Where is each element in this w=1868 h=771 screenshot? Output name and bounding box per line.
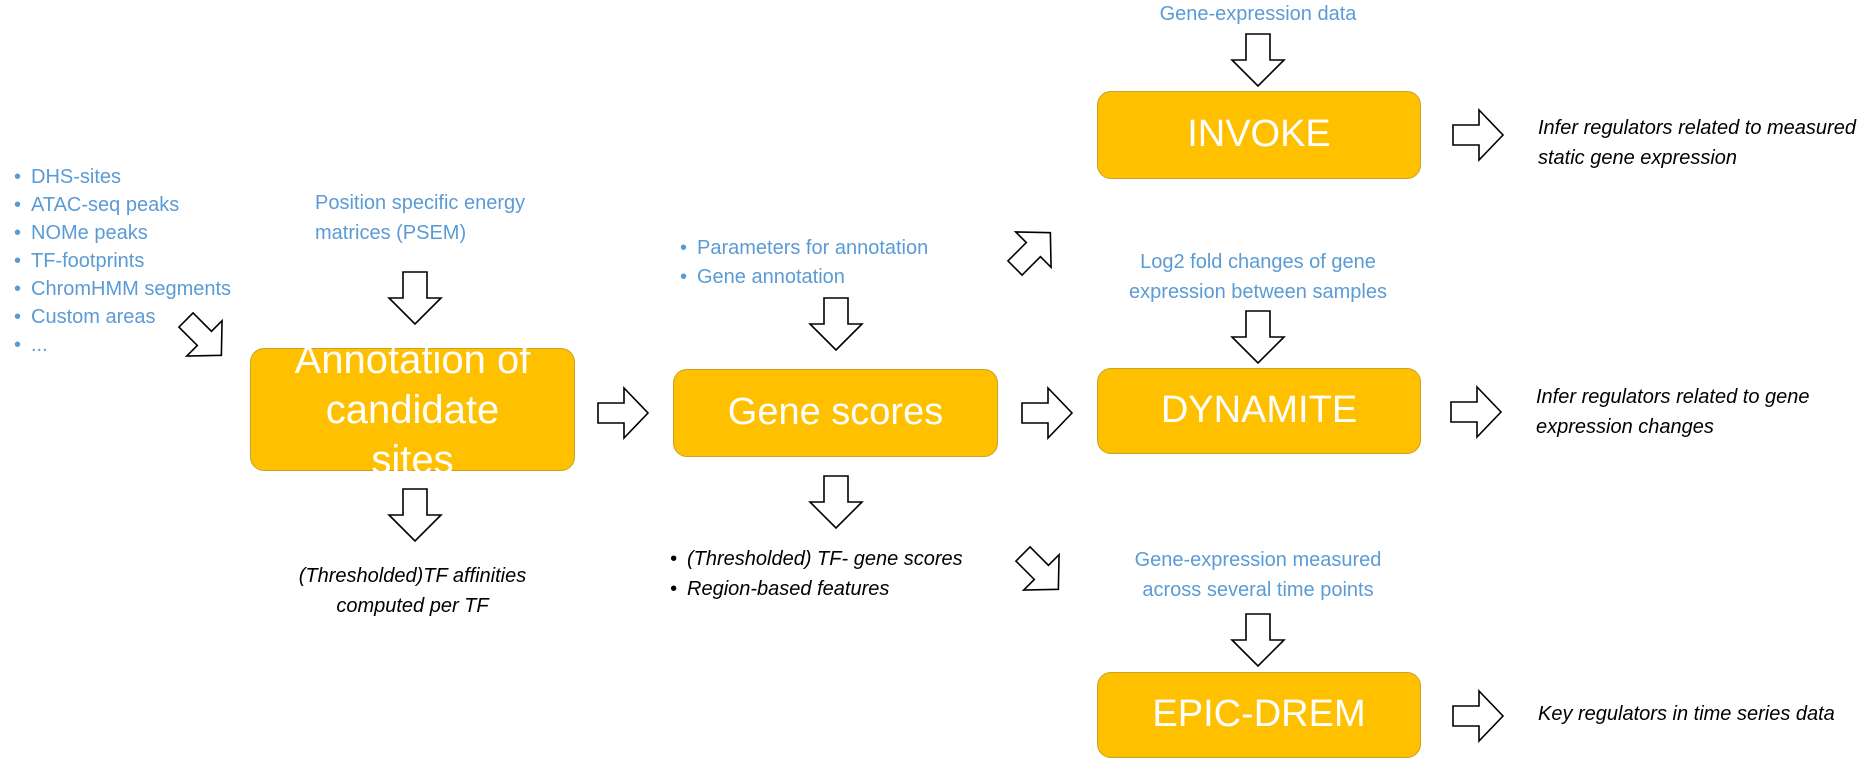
arrow-gene-scores-to-epic-drem (1004, 535, 1077, 608)
list-item: DHS-sites (14, 163, 264, 191)
arrow-gene-expression-to-invoke (1231, 33, 1285, 87)
list-item: TF-footprints (14, 247, 264, 275)
gene-expression-label: Gene-expression data (1159, 3, 1357, 25)
gene-scores-box-label: Gene scores (727, 391, 944, 434)
time-series-label: Gene-expression measured across several … (1134, 549, 1382, 601)
log2-fold-label: Log2 fold changes of gene expression bet… (1129, 251, 1387, 303)
arrow-timeseries-to-epic-drem (1231, 613, 1285, 667)
invoke-box: INVOKE (1097, 91, 1421, 179)
arrow-annotation-to-affinities (388, 488, 442, 542)
arrow-dynamite-to-result (1450, 386, 1502, 438)
invoke-box-label: INVOKE (1187, 113, 1331, 156)
psem-label: Position specific energy matrices (PSEM) (315, 192, 526, 244)
list-item: Parameters for annotation (680, 234, 1000, 263)
list-item: ... (14, 331, 264, 359)
invoke-result-label: Infer regulators related to measured sta… (1538, 117, 1856, 169)
tf-affinities-label: (Thresholded)TF affinities computed per … (298, 565, 527, 617)
gene-scores-box: Gene scores (673, 369, 998, 457)
arrow-psem-to-annotation (388, 271, 442, 325)
arrow-params-to-gene-scores (809, 297, 863, 351)
annotation-box-label: Annotation of candidate sites (294, 337, 531, 482)
annotation-params-list: Parameters for annotation Gene annotatio… (680, 234, 1000, 292)
list-item: NOMe peaks (14, 219, 264, 247)
arrow-annotation-to-gene-scores (597, 387, 649, 439)
dynamite-box: DYNAMITE (1097, 368, 1421, 454)
list-item: ChromHMM segments (14, 275, 264, 303)
list-item: Gene annotation (680, 263, 1000, 292)
list-item: Custom areas (14, 303, 264, 331)
list-item: (Thresholded) TF- gene scores (670, 544, 1000, 574)
arrow-gene-scores-to-features (809, 475, 863, 529)
epic-drem-box-label: EPIC-DREM (1152, 693, 1366, 736)
arrow-gene-scores-to-dynamite (1021, 387, 1073, 439)
arrow-log2fold-to-dynamite (1231, 310, 1285, 364)
epic-drem-result-label: Key regulators in time series data (1538, 703, 1835, 725)
arrow-invoke-to-result (1452, 109, 1504, 161)
region-types-list: DHS-sites ATAC-seq peaks NOMe peaks TF-f… (14, 163, 264, 359)
annotation-box: Annotation of candidate sites (250, 338, 575, 482)
arrow-epic-drem-to-result (1452, 690, 1504, 742)
epic-drem-box: EPIC-DREM (1097, 672, 1421, 758)
gene-score-features-list: (Thresholded) TF- gene scores Region-bas… (670, 544, 1000, 604)
list-item: Region-based features (670, 574, 1000, 604)
dynamite-box-label: DYNAMITE (1160, 389, 1358, 432)
list-item: ATAC-seq peaks (14, 191, 264, 219)
arrow-gene-scores-to-invoke (996, 214, 1069, 287)
dynamite-result-label: Infer regulators related to gene express… (1536, 386, 1810, 438)
